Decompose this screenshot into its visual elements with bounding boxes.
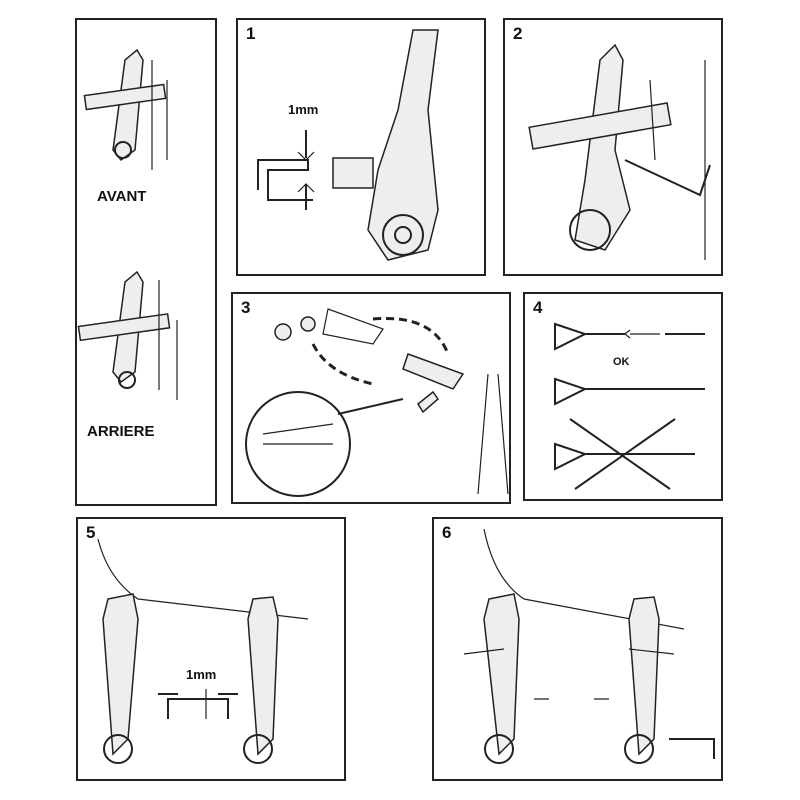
step-3-illustration bbox=[245, 308, 509, 497]
step-number: 5 bbox=[86, 523, 96, 542]
step-number: 2 bbox=[513, 24, 523, 43]
step-4-panel: 4 OK bbox=[523, 292, 723, 501]
front-rear-panel: AVANT ARRIERE bbox=[75, 18, 217, 506]
step-5-panel: 5 1mm bbox=[76, 517, 346, 781]
step-number: 6 bbox=[442, 523, 452, 542]
step-number: 4 bbox=[533, 298, 543, 317]
rear-label: ARRIERE bbox=[87, 423, 155, 440]
step-1-panel: 1 1mm bbox=[236, 18, 486, 276]
step-3-panel: 3 bbox=[231, 292, 511, 504]
step-5-illustration bbox=[97, 538, 309, 764]
step-6-panel: 6 bbox=[432, 517, 723, 781]
gap-measurement: 1mm bbox=[186, 667, 217, 682]
step-4-illustration bbox=[554, 322, 705, 490]
front-label: AVANT bbox=[97, 188, 147, 205]
ok-label: OK bbox=[613, 356, 630, 368]
step-2-panel: 2 bbox=[503, 18, 723, 276]
step-2-illustration bbox=[528, 43, 711, 260]
brake-arm-illustrations bbox=[77, 48, 178, 400]
step-1-illustration bbox=[257, 29, 439, 261]
step-6-illustration bbox=[463, 528, 715, 764]
gap-measurement: 1mm bbox=[288, 102, 319, 117]
step-number: 3 bbox=[241, 298, 251, 317]
step-number: 1 bbox=[246, 24, 256, 43]
